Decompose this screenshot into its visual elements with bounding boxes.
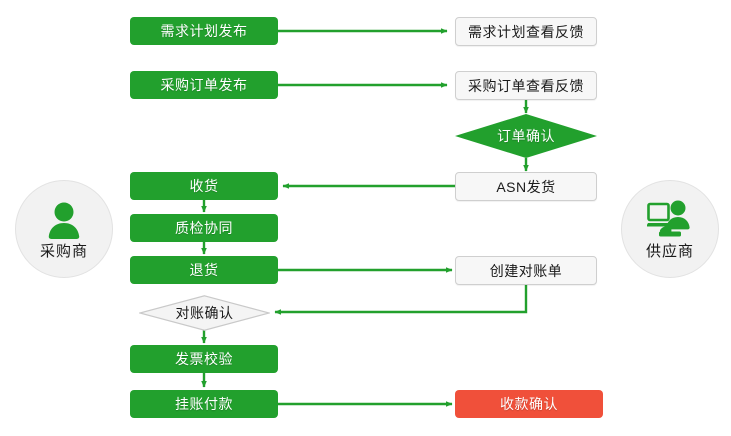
node-statement-confirm[interactable]: 对账确认 — [139, 295, 270, 331]
node-receipt-confirm[interactable]: 收款确认 — [455, 390, 603, 418]
node-demand-plan-feedback[interactable]: 需求计划查看反馈 — [455, 17, 597, 46]
node-po-feedback[interactable]: 采购订单查看反馈 — [455, 71, 597, 100]
node-return-goods[interactable]: 退货 — [130, 256, 278, 284]
person-icon — [48, 202, 80, 239]
node-asn-ship[interactable]: ASN发货 — [455, 172, 597, 201]
role-buyer: 采购商 — [15, 180, 113, 278]
role-supplier-label: 供应商 — [645, 243, 694, 260]
node-invoice-check[interactable]: 发票校验 — [130, 345, 278, 373]
role-buyer-label: 采购商 — [39, 243, 88, 260]
node-po-publish[interactable]: 采购订单发布 — [130, 71, 278, 99]
node-demand-plan-publish[interactable]: 需求计划发布 — [130, 17, 278, 45]
edge-create-statement-to-confirm — [274, 285, 528, 315]
node-payment-posting[interactable]: 挂账付款 — [130, 390, 278, 418]
diamond-shape — [455, 114, 597, 158]
node-order-confirm-label: 订单确认 — [497, 128, 555, 144]
node-quality-collab[interactable]: 质检协同 — [130, 214, 278, 242]
node-create-statement[interactable]: 创建对账单 — [455, 256, 597, 285]
person-at-computer-icon — [647, 200, 690, 237]
node-receive-goods[interactable]: 收货 — [130, 172, 278, 200]
node-statement-confirm-label: 对账确认 — [175, 305, 234, 321]
role-supplier: 供应商 — [621, 180, 719, 278]
node-order-confirm[interactable]: 订单确认 — [455, 114, 597, 158]
